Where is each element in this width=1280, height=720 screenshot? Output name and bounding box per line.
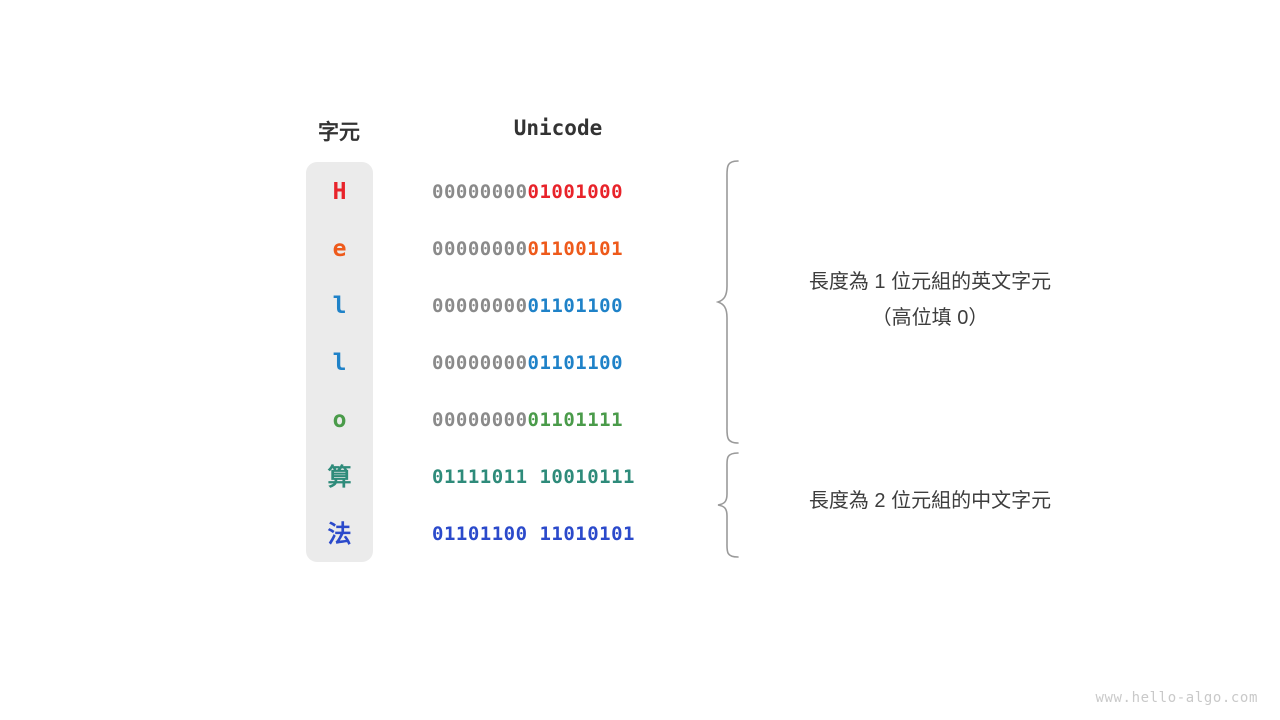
row-padding-bits: 00000000	[432, 352, 528, 374]
character-column-background	[306, 162, 373, 562]
table-row: H 0000000001001000	[306, 172, 706, 212]
watermark: www.hello-algo.com	[1095, 690, 1258, 706]
row-padding-bits: 00000000	[432, 181, 528, 203]
row-character: l	[332, 350, 347, 376]
row-character: e	[332, 236, 347, 262]
row-character: 算	[327, 463, 352, 491]
row-padding-bits: 00000000	[432, 409, 528, 431]
row-significant-bits: 01100101	[527, 238, 624, 260]
row-padding-bits: 00000000	[432, 295, 528, 317]
row-bits: 01101100 11010101	[432, 514, 692, 554]
row-padding-bits: 00000000	[432, 238, 528, 260]
row-bits: 0000000001100101	[432, 229, 692, 269]
column-header-character: 字元	[318, 121, 360, 144]
table-row: l 0000000001101100	[306, 343, 706, 383]
row-bits: 0000000001001000	[432, 172, 692, 212]
annotation-single-byte-sub: （高位填 0）	[871, 307, 989, 329]
row-character: H	[332, 179, 347, 205]
row-bits: 0000000001101100	[432, 343, 692, 383]
table-row: 法 01101100 11010101	[306, 514, 706, 554]
row-significant-bits: 01101100	[527, 352, 624, 374]
table-row: o 0000000001101111	[306, 400, 706, 440]
annotation-double-byte-main: 長度為 2 位元組的中文字元	[808, 490, 1052, 512]
table-row: e 0000000001100101	[306, 229, 706, 269]
column-header-unicode: Unicode	[513, 116, 603, 140]
row-bits: 0000000001101111	[432, 400, 692, 440]
row-character: o	[332, 407, 347, 433]
row-significant-bits: 01001000	[527, 181, 624, 203]
row-significant-bits: 01101100 11010101	[432, 523, 635, 545]
row-bits: 01111011 10010111	[432, 457, 692, 497]
row-bits: 0000000001101100	[432, 286, 692, 326]
table-row: 算 01111011 10010111	[306, 457, 706, 497]
row-significant-bits: 01101100	[527, 295, 624, 317]
annotation-single-byte-main: 長度為 1 位元組的英文字元	[808, 271, 1052, 293]
row-character: 法	[327, 520, 352, 548]
row-significant-bits: 01111011 10010111	[432, 466, 635, 488]
annotation-single-byte: 長度為 1 位元組的英文字元 （高位填 0）	[735, 264, 1125, 336]
table-row: l 0000000001101100	[306, 286, 706, 326]
annotation-double-byte: 長度為 2 位元組的中文字元	[735, 483, 1125, 519]
row-character: l	[332, 293, 347, 319]
row-significant-bits: 01101111	[527, 409, 624, 431]
